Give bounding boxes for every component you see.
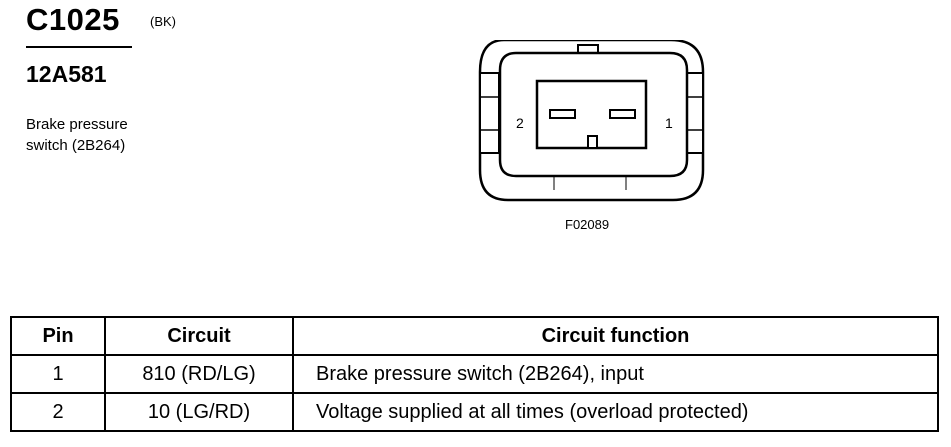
header-circuit-function: Circuit function (292, 316, 939, 356)
title-underline (26, 46, 132, 48)
pin-cell: 2 (10, 392, 106, 432)
pin-label-1: 1 (665, 115, 673, 131)
table-row: 2 10 (LG/RD) Voltage supplied at all tim… (10, 392, 939, 432)
description-line-2: switch (2B264) (26, 137, 126, 154)
connector-outer-housing (478, 40, 705, 202)
connector-description: Brake pressure switch (2B264) (26, 114, 128, 156)
table-header-row: Pin Circuit Circuit function (10, 316, 939, 356)
circuit-cell: 810 (RD/LG) (104, 354, 294, 394)
circuit-function-cell: Brake pressure switch (2B264), input (292, 354, 939, 394)
table-row: 1 810 (RD/LG) Brake pressure switch (2B2… (10, 354, 939, 394)
pin-circuit-table: Pin Circuit Circuit function 1 810 (RD/L… (10, 316, 939, 432)
description-line-1: Brake pressure (26, 116, 128, 133)
terminal-pin-2 (549, 109, 576, 119)
header-circuit: Circuit (104, 316, 294, 356)
pin-cell: 1 (10, 354, 106, 394)
pin-label-2: 2 (516, 115, 524, 131)
connector-left-tab (479, 72, 500, 154)
connector-id: C1025 (26, 2, 120, 37)
connector-key-notch (587, 135, 598, 149)
part-number: 12A581 (26, 61, 107, 87)
figure-id: F02089 (565, 217, 610, 232)
circuit-function-cell: Voltage supplied at all times (overload … (292, 392, 939, 432)
header-pin: Pin (10, 316, 106, 356)
circuit-cell: 10 (LG/RD) (104, 392, 294, 432)
terminal-pin-1 (609, 109, 636, 119)
connector-face-diagram: 2 1 (478, 40, 705, 202)
connector-color-code: (BK) (150, 14, 176, 29)
